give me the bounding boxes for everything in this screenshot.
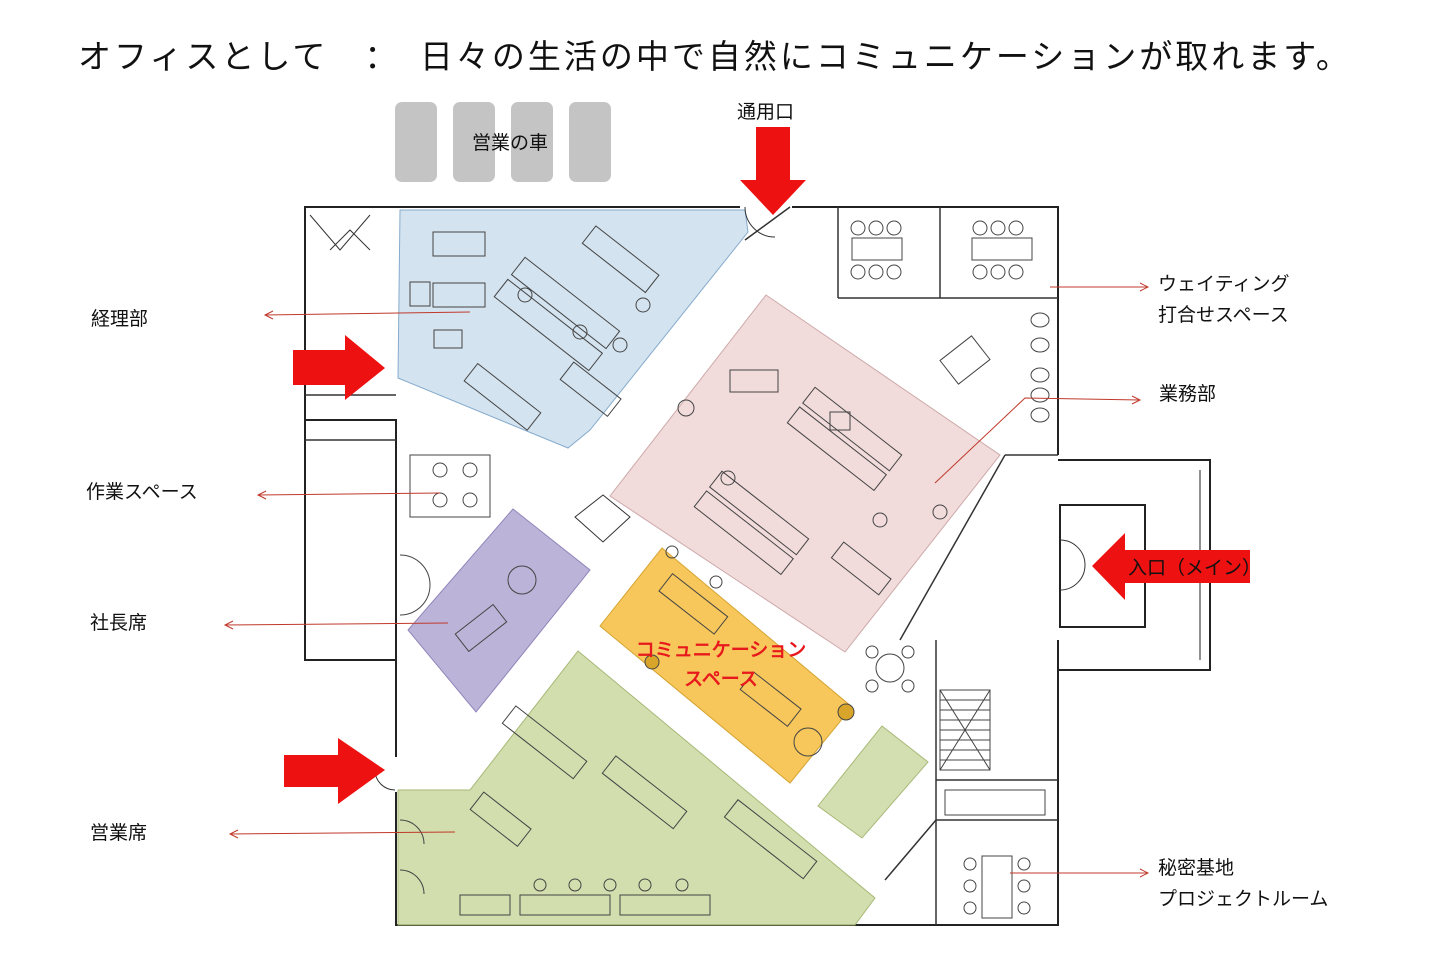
secret-base-small-zone [817, 725, 929, 839]
label-waiting-line1: ウェイティング [1158, 273, 1290, 295]
sales-zone [397, 650, 876, 926]
sales-car [395, 102, 437, 182]
meeting-room-tables [850, 220, 1050, 423]
main-entrance-label: 入口（メイン） [1128, 557, 1262, 579]
communication-furniture [644, 545, 915, 757]
slide-title: オフィスとして ： 日々の生活の中で自然にコミュニケーションが取れます。 [78, 37, 1352, 76]
main-entrance-arrow [1092, 533, 1250, 600]
partitions [305, 206, 1058, 925]
service-entrance-label: 通用口 [737, 101, 795, 123]
operations-zone [609, 294, 1001, 653]
label-operations: 業務部 [1159, 383, 1217, 405]
label-workspace: 作業スペース [86, 481, 198, 503]
label-waiting: ウェイティング 打合せスペース [1158, 269, 1289, 331]
accounting-desks [409, 225, 660, 431]
label-waiting-line2: 打合せスペース [1158, 304, 1289, 326]
entrance-arrows [284, 127, 1250, 804]
lobby-square [574, 494, 631, 543]
stairs [939, 689, 1046, 919]
label-secret-line1: 秘密基地 [1158, 857, 1235, 879]
leader-lines [223, 282, 1150, 878]
communication-space-label: コミュニケーション スペース [635, 639, 807, 690]
label-secret-line2: プロジェクトルーム [1158, 888, 1329, 910]
label-secret-base: 秘密基地 プロジェクトルーム [1158, 853, 1328, 915]
operations-desks [677, 369, 948, 596]
sales-car [453, 102, 495, 182]
sales-desks [399, 705, 818, 916]
label-accounting: 経理部 [91, 308, 149, 330]
sales-cars-label: 営業の車 [472, 132, 549, 154]
label-sales: 営業席 [90, 822, 148, 844]
sales-car [569, 102, 611, 182]
left-entrance-arrow-top [293, 335, 385, 400]
left-entrance-arrow-bottom [284, 738, 385, 804]
president-zone [407, 508, 591, 713]
sales-car [511, 102, 553, 182]
service-entrance-arrow [740, 127, 806, 215]
label-president: 社長席 [90, 612, 148, 634]
